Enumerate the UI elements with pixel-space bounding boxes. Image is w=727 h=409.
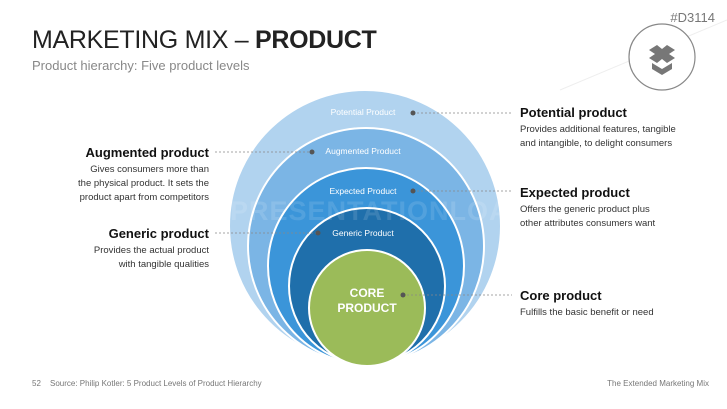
callout-generic: Generic product Provides the actual prod…: [93, 226, 209, 270]
ring-label-expected: Expected Product: [329, 186, 397, 196]
callout-potential: Potential product Provides additional fe…: [520, 105, 676, 149]
ring-label-generic: Generic Product: [332, 228, 394, 238]
callout-expected: Expected product Offers the generic prod…: [520, 185, 656, 229]
source-note: Source: Philip Kotler: 5 Product Levels …: [50, 379, 262, 388]
ring-core: [308, 249, 426, 367]
slide-code: #D3114: [670, 10, 715, 25]
page-number: 52: [32, 379, 41, 388]
ring-label-augmented: Augmented Product: [325, 146, 401, 156]
ring-label-potential: Potential Product: [330, 107, 396, 117]
callout-core: Core product Fulfills the basic benefit …: [520, 288, 654, 318]
connector-dots: [309, 110, 416, 298]
callout-augmented: Augmented product Gives consumers more t…: [78, 145, 209, 203]
watermark: PRESENTATIONLOAD: [230, 196, 531, 226]
connector-lines: [215, 112, 512, 296]
box-icon: [628, 23, 696, 91]
footer-title: The Extended Marketing Mix: [607, 379, 709, 388]
page-subtitle: Product hierarchy: Five product levels: [32, 58, 250, 73]
page-title: MARKETING MIX – PRODUCT: [32, 26, 377, 54]
